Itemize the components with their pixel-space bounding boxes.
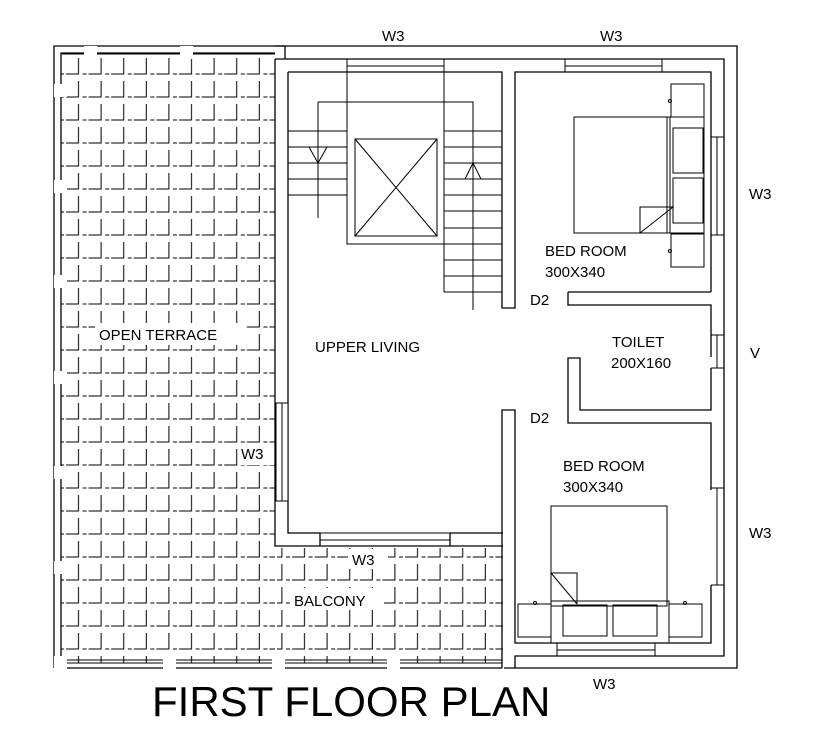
bedroom-1-name: BED ROOM [545, 243, 627, 260]
post [54, 561, 67, 574]
post [54, 275, 67, 288]
drawing-title: FIRST FLOOR PLAN [152, 678, 550, 725]
post [180, 46, 193, 59]
window-label-living-bottom: W3 [352, 552, 375, 569]
toilet-name: TOILET [612, 334, 664, 351]
window-label-right-bed2: W3 [749, 525, 772, 542]
bedroom-2-size: 300X340 [563, 479, 623, 496]
ventilator-label-toilet: V [750, 345, 760, 362]
terrace-tile-pattern [61, 53, 503, 663]
building-walls [274, 45, 738, 669]
door-label-bed1: D2 [530, 292, 549, 309]
open-terrace-label: OPEN TERRACE [99, 327, 217, 344]
post [54, 84, 67, 97]
window-label-right-bed1: W3 [749, 186, 772, 203]
upper-living-label: UPPER LIVING [315, 339, 420, 356]
post [272, 656, 285, 669]
toilet-size: 200X160 [611, 355, 671, 372]
post [54, 180, 67, 193]
staircase [288, 66, 502, 310]
post [163, 656, 176, 669]
post [84, 46, 97, 59]
bedroom-1-size: 300X340 [545, 264, 605, 281]
post [54, 656, 67, 669]
window-label-bottom-bed2: W3 [593, 676, 616, 693]
bedroom-2-name: BED ROOM [563, 458, 645, 475]
bedroom-2-furniture [517, 505, 703, 644]
bedroom-1-furniture [573, 83, 705, 268]
post [54, 371, 67, 384]
post [387, 656, 400, 669]
post [54, 466, 67, 479]
outer-parapet [53, 45, 515, 669]
door-label-bed2: D2 [530, 410, 549, 427]
window-label-living-left: W3 [241, 446, 264, 463]
window-label-top-bed1: W3 [600, 28, 623, 45]
window-label-top-stair: W3 [382, 28, 405, 45]
balcony-label: BALCONY [294, 593, 366, 610]
post [502, 656, 515, 669]
